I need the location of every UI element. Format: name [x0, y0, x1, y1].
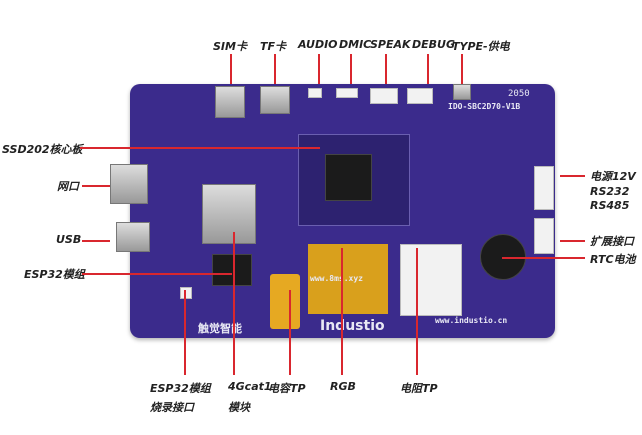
esp32-flash-connector — [180, 287, 192, 299]
rtp-area — [400, 244, 462, 316]
label-rgb: RGB — [330, 380, 356, 393]
label-dmic: DMIC — [339, 38, 372, 51]
label-core: SSD202核心板 — [2, 143, 83, 156]
power-rs-connector — [534, 166, 554, 210]
label-expansion: 扩展接口 — [590, 235, 634, 248]
board-url2: www.industio.cn — [435, 316, 508, 325]
core-soc — [325, 154, 372, 201]
label-ctp: 电容TP — [268, 382, 306, 395]
label-cat1-2: 模块 — [228, 401, 250, 414]
board-brand: Industio — [320, 318, 385, 334]
label-esp32: ESP32模组 — [24, 268, 85, 281]
leader-power — [560, 175, 585, 177]
label-ethernet: 网口 — [57, 180, 79, 193]
label-rtp: 电阻TP — [400, 382, 438, 395]
leader-rgb — [341, 248, 343, 375]
board-brand-cn: 触觉智能 — [198, 322, 242, 335]
debug-connector — [407, 88, 433, 104]
usb-port — [116, 222, 150, 252]
esp32-module — [212, 254, 252, 286]
ethernet-port — [110, 164, 148, 204]
rgb-fpc — [308, 244, 388, 314]
label-cat1-1: 4Gcat1 — [228, 380, 272, 393]
tf-slot — [260, 86, 290, 114]
leader-esp32-flash — [184, 290, 186, 375]
leader-speak — [385, 54, 387, 84]
label-tf: TF卡 — [260, 40, 287, 53]
label-esp32-flash-2: 烧录接口 — [150, 401, 194, 414]
leader-rtc — [502, 257, 585, 259]
leader-debug — [427, 54, 429, 84]
board-url1: www.8ms.xyz — [310, 274, 363, 283]
ctp-fpc — [270, 274, 300, 329]
leader-sim — [230, 54, 232, 84]
leader-ethernet — [82, 185, 110, 187]
label-speak: SPEAK — [370, 38, 411, 51]
leader-esp32 — [82, 273, 232, 275]
label-esp32-flash-1: ESP32模组 — [150, 382, 211, 395]
leader-core — [80, 147, 320, 149]
leader-ctp — [289, 290, 291, 375]
label-debug: DEBUG — [412, 38, 455, 51]
leader-typec — [461, 54, 463, 84]
board-model: IDO-SBC2D70-V1B — [448, 102, 521, 111]
leader-tf — [274, 54, 276, 84]
leader-usb — [82, 240, 110, 242]
typec-port — [453, 84, 471, 100]
label-rs232: RS232 — [590, 185, 630, 198]
label-typec: TYPE-供电 — [452, 40, 510, 53]
label-audio: AUDIO — [298, 38, 338, 51]
leader-cat1 — [233, 232, 235, 375]
leader-audio — [318, 54, 320, 84]
dmic-connector — [336, 88, 358, 98]
label-rs485: RS485 — [590, 199, 630, 212]
leader-expansion — [560, 240, 585, 242]
leader-rtp — [416, 248, 418, 375]
label-power: 电源12V — [590, 170, 636, 183]
audio-connector — [308, 88, 322, 98]
cat1-module — [202, 184, 256, 244]
expansion-connector — [534, 218, 554, 254]
leader-dmic — [350, 54, 352, 84]
label-rtc: RTC电池 — [590, 253, 636, 266]
board-code: 2050 — [508, 89, 530, 99]
sim-slot — [215, 86, 245, 118]
label-sim: SIM卡 — [213, 40, 247, 53]
label-usb: USB — [56, 233, 82, 246]
speak-connector — [370, 88, 398, 104]
